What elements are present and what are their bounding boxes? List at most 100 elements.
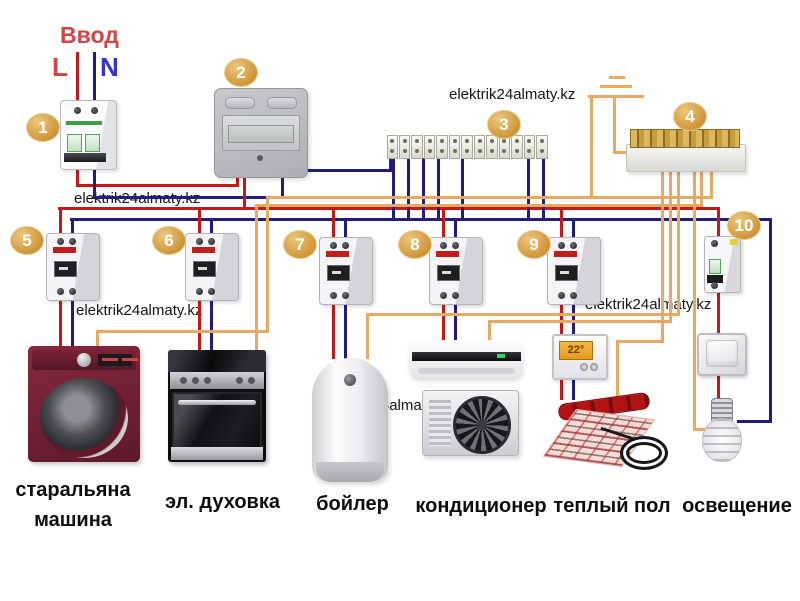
label-lighting: освещение [682, 495, 792, 517]
label-line: машина [34, 509, 112, 531]
label-heated-floor: теплый пол [553, 495, 671, 517]
rcbo-air-conditioner [429, 237, 483, 305]
badge-6: 6 [152, 226, 186, 255]
washing-machine-display [98, 354, 132, 366]
terminal [436, 135, 448, 159]
ground-wire [255, 204, 258, 352]
badge-10: 10 [727, 211, 761, 240]
terminal [411, 135, 423, 159]
rcbo-oven [185, 233, 239, 301]
wire-segment [210, 218, 213, 235]
wire-segment [344, 301, 347, 359]
breaker-toggle [85, 134, 100, 152]
wire-segment [76, 52, 79, 104]
wire-segment [717, 288, 720, 334]
ground-wire [661, 168, 664, 343]
ac-flap [418, 368, 515, 374]
wire-segment [236, 175, 239, 187]
wire-segment [243, 175, 246, 210]
ac-fan [453, 396, 511, 454]
wire-segment [572, 374, 575, 400]
terminal [536, 135, 548, 159]
oven-cooktop [168, 350, 266, 372]
ground-wire [677, 168, 680, 316]
terminal [523, 135, 536, 159]
washing-machine-knob [77, 353, 91, 367]
badge-8: 8 [398, 230, 432, 259]
wire-segment [422, 158, 425, 220]
ground-wire [710, 168, 713, 198]
ground-wire [693, 168, 696, 430]
ground-wire [613, 151, 635, 154]
ac-outdoor-vents [429, 400, 451, 446]
breaker-toggle [67, 134, 82, 152]
ground-symbol [600, 85, 632, 88]
terminal [448, 135, 461, 159]
ground-wire [488, 320, 672, 323]
light-switch-button [706, 340, 738, 367]
label-line: старальяна [15, 479, 131, 501]
meter-slot [267, 97, 297, 109]
rcbo-boiler [319, 237, 373, 305]
phase-bus-wire [58, 207, 720, 210]
diagram-title: Ввод [60, 22, 119, 48]
wire-segment [437, 158, 440, 220]
light-bulb [702, 398, 742, 462]
badge-5: 5 [10, 226, 44, 255]
wire-segment [737, 420, 772, 423]
wire-segment [76, 166, 79, 187]
meter-seal [257, 155, 263, 161]
oven-control-panel [170, 372, 264, 389]
badge-2: 2 [224, 58, 258, 87]
ground-wire [96, 330, 269, 333]
terminal-strip [386, 135, 548, 159]
label-boiler: бойлер [316, 493, 389, 515]
ground-wire [700, 168, 703, 207]
wire-segment [93, 196, 284, 199]
bulb-glass [702, 418, 742, 462]
wire-segment [442, 301, 445, 341]
wire-segment [442, 207, 445, 239]
wire-segment [389, 156, 392, 172]
wire-segment [198, 207, 201, 235]
oven-knobs [180, 377, 187, 384]
bus-bar-base [626, 144, 746, 172]
badge-7: 7 [283, 230, 317, 259]
terminal [473, 135, 486, 159]
ground-wire [266, 196, 269, 332]
terminal [486, 135, 498, 159]
badge-4: 4 [673, 102, 707, 131]
ground-wire [613, 97, 616, 153]
badge-3: 3 [487, 110, 521, 139]
oven-door [172, 392, 262, 450]
rcbo-washing-machine [46, 233, 100, 301]
floor-thermostat: 22° [552, 334, 608, 380]
thermostat-button [590, 363, 598, 371]
wire-segment [344, 218, 347, 239]
label-air-conditioner: кондиционер [415, 495, 547, 517]
ground-wire [255, 204, 703, 207]
wire-segment [93, 52, 96, 104]
wire-segment [572, 301, 575, 335]
badge-1: 1 [26, 113, 60, 142]
wire-segment [59, 298, 62, 348]
ground-wire [693, 428, 707, 431]
wire-segment [769, 218, 772, 422]
wire-segment [392, 158, 395, 220]
oven-drawer [171, 447, 263, 460]
ground-wire [366, 313, 680, 316]
wire-segment [332, 207, 335, 239]
terminal [386, 135, 398, 159]
terminal [423, 135, 436, 159]
phase-label: L [52, 52, 68, 82]
neutral-bus-wire [70, 218, 772, 221]
electric-oven [168, 350, 266, 462]
wire-segment [560, 207, 563, 239]
wire-segment [281, 175, 284, 199]
wire-segment [542, 158, 545, 220]
wire-segment [71, 218, 74, 235]
wire-segment [332, 301, 335, 359]
wire-segment [198, 298, 201, 352]
washing-machine-door [40, 378, 128, 458]
